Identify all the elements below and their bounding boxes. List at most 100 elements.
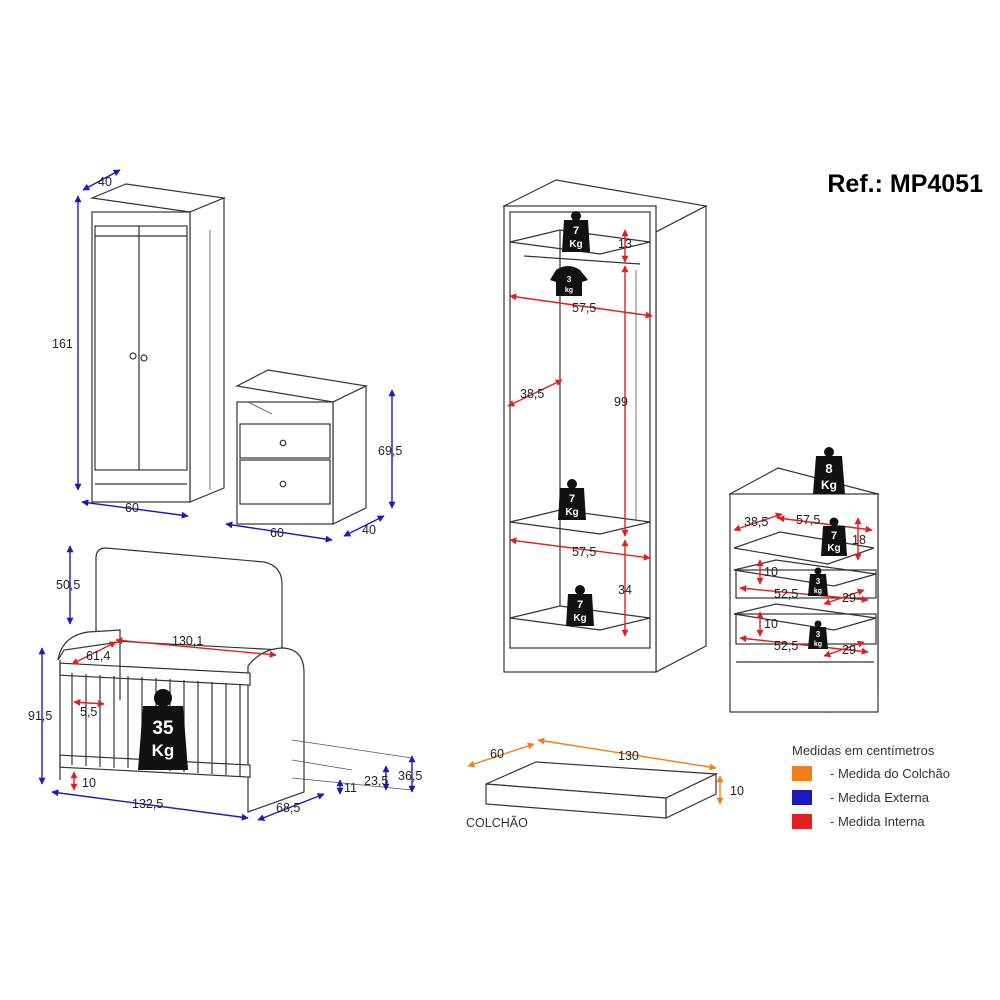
mattress-side [665, 773, 717, 819]
svg-text:Kg: Kg [565, 507, 578, 518]
svg-text:Kg: Kg [569, 239, 582, 250]
crib-base-height-label: 10 [82, 776, 96, 790]
nightstand-knob-bottom [279, 480, 287, 488]
crib-side-height-label: 36,5 [398, 769, 422, 783]
crib-top-rail [59, 662, 251, 686]
crib-depth-arrow [257, 793, 325, 821]
crib-weight-number: 35 [152, 718, 174, 739]
crib-weight-unit: Kg [152, 741, 175, 760]
crib-total-height-label: 91,5 [28, 709, 52, 723]
reference-title: Ref.: MP4051 [827, 170, 983, 198]
nightstand-int-width-label: 57,5 [796, 513, 820, 527]
wardrobe-bottom-weight-badge: 7 Kg [566, 585, 594, 626]
crib-headboard [95, 547, 283, 651]
crib-floor-gap-label: 11 [344, 781, 357, 795]
wardrobe-width-label: 60 [125, 501, 139, 515]
mattress-depth-label: 60 [490, 747, 504, 761]
nightstand-int-shelf-h-label: 18 [852, 533, 866, 547]
nightstand-drawer-top [239, 423, 331, 459]
crib-inner-length-arrow [115, 637, 277, 658]
nightstand-shelf-weight-badge: 7 Kg [821, 517, 847, 556]
nightstand-width-arrow [225, 521, 333, 543]
nightstand-int-drawer1-h-label: 10 [764, 565, 778, 579]
nightstand-int-drawer2-w-label: 52,5 [774, 639, 798, 653]
svg-text:kg: kg [565, 287, 573, 294]
wardrobe-int-mid-shelf [509, 509, 651, 535]
nightstand-int-drawer1-w-label: 52,5 [774, 587, 798, 601]
nightstand-knob-top [279, 439, 287, 447]
wardrobe-side-face [189, 197, 225, 503]
svg-text:3: 3 [816, 630, 821, 639]
crib-length-label: 132,5 [132, 797, 163, 811]
wardrobe-interior [502, 179, 708, 673]
nightstand-niche-line [247, 401, 273, 415]
wardrobe-depth-arrow [82, 169, 121, 191]
svg-text:7: 7 [573, 225, 579, 237]
mattress-caption: COLCHÃO [466, 816, 528, 830]
nightstand-top-weight-badge: 8 Kg [813, 447, 845, 494]
wardrobe-int-hanging-label: 99 [614, 395, 628, 409]
nightstand-side-face [332, 385, 367, 525]
nightstand-front [235, 369, 368, 525]
nightstand-int-depth-arrow [733, 512, 783, 532]
svg-text:3: 3 [816, 577, 821, 586]
wardrobe-mid-weight-badge: 7 Kg [558, 479, 586, 520]
legend-swatch-mattress [792, 766, 812, 781]
mattress-depth-arrow [467, 742, 535, 768]
wardrobe-height-label: 161 [52, 337, 73, 351]
nightstand-interior [728, 467, 880, 713]
crib-ext-line-3 [291, 777, 413, 791]
nightstand-int-shelf [733, 531, 875, 565]
crib-bar-gap-arrow [73, 698, 105, 708]
legend-title: Medidas em centímetros [792, 743, 935, 758]
nightstand-depth-arrow [343, 515, 385, 537]
crib-inner-width-arrow [71, 641, 117, 665]
crib-mid-height-label: 23,5 [364, 774, 388, 788]
wardrobe-top-weight-badge: 7 Kg [562, 211, 590, 252]
crib-headboard-height-label: 50,5 [56, 578, 80, 592]
nightstand-height-label: 69,5 [378, 444, 402, 458]
svg-text:7: 7 [569, 493, 575, 505]
mattress-length-label: 130 [618, 749, 639, 763]
wardrobe-knob-left [129, 352, 137, 360]
nightstand-int-drawer2-h-label: 10 [764, 617, 778, 631]
wardrobe-int-rail [523, 255, 641, 265]
crib-bar-gap-label: 5,5 [80, 705, 97, 719]
wardrobe-int-width-bottom-label: 57,5 [572, 545, 596, 559]
svg-text:7: 7 [831, 530, 837, 542]
wardrobe-knob-right [140, 354, 148, 362]
crib-drawing [57, 547, 413, 813]
wardrobe-rail-weight-badge: 3 kg [550, 266, 588, 296]
legend-swatch-internal [792, 814, 812, 829]
wardrobe-width-arrow [81, 499, 189, 519]
nightstand-drawer1-weight-badge: 3 kg [808, 567, 828, 596]
nightstand-width-label: 60 [270, 526, 284, 540]
svg-text:kg: kg [814, 588, 822, 595]
svg-text:7: 7 [577, 599, 583, 611]
wardrobe-int-bottom-h-label: 34 [618, 583, 632, 597]
wardrobe-int-cavity [509, 211, 651, 649]
wardrobe-int-top-h-label: 13 [618, 237, 632, 251]
nightstand-drawer-bottom [239, 459, 331, 505]
legend-label-internal: - Medida Interna [830, 814, 925, 829]
legend-label-mattress: - Medida do Colchão [830, 766, 950, 781]
nightstand-int-drawer1-d-label: 29 [842, 591, 856, 605]
crib-depth-label: 68,5 [276, 801, 300, 815]
legend-swatch-external [792, 790, 812, 805]
crib-right-end [247, 647, 305, 813]
wardrobe-int-width-top-label: 57,5 [572, 301, 596, 315]
crib-ext-line-2 [291, 759, 353, 771]
nightstand-drawer2-weight-badge: 3 kg [808, 620, 828, 649]
svg-text:Kg: Kg [573, 613, 586, 624]
crib-ext-line-1 [291, 739, 413, 759]
nightstand-int-drawer1-d-arrow [823, 588, 865, 606]
wardrobe-int-depth-label: 38,5 [520, 387, 544, 401]
svg-text:Kg: Kg [821, 478, 837, 492]
svg-text:8: 8 [825, 461, 832, 476]
mattress-length-arrow [537, 737, 717, 771]
crib-weight-badge: 35 Kg [138, 689, 188, 770]
nightstand-int-depth-label: 38,5 [744, 515, 768, 529]
svg-text:3: 3 [567, 275, 572, 284]
nightstand-int-drawer2-d-label: 29 [842, 643, 856, 657]
